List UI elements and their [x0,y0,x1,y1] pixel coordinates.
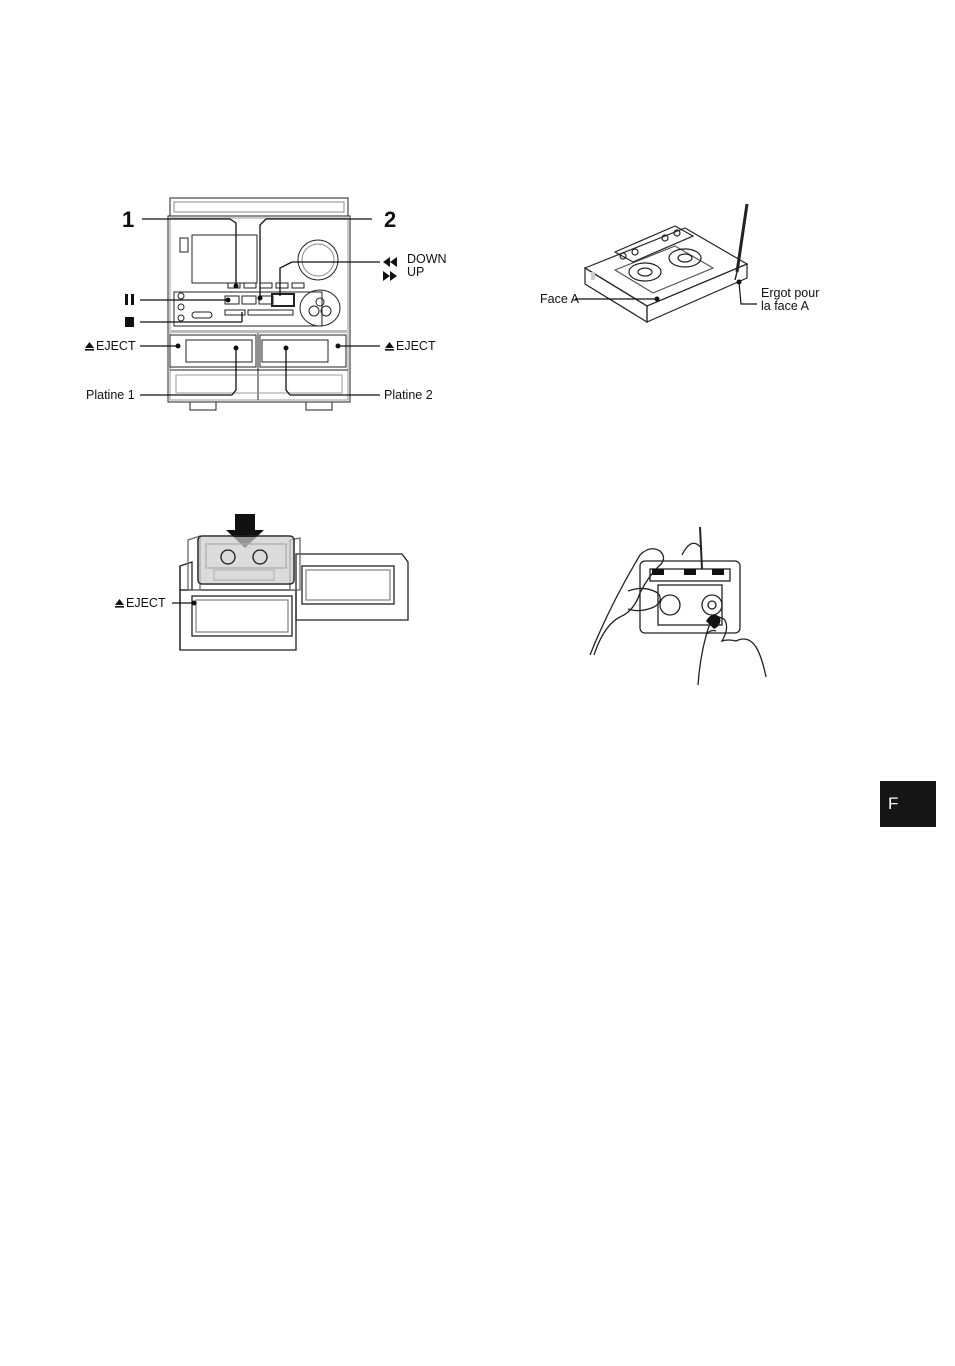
up-label: UP [407,266,424,279]
language-tab-label: F [888,794,898,814]
eject-icon [115,599,124,608]
pause-icon [125,294,134,305]
eject-right-label: EJECT [396,340,436,353]
language-tab: F [880,781,936,827]
tape-slack-illustration [588,525,788,700]
fast-forward-icon [383,271,397,281]
step-2-label: 2 [384,209,396,231]
rewind-icon [383,257,397,267]
eject-left-label: EJECT [96,340,136,353]
eject-icon [385,342,394,351]
cassette-tab-figure: Face A Ergot pour la face A [535,200,835,340]
insert-cassette-figure: EJECT [110,510,420,655]
deck-1-label: Platine 1 [86,389,135,402]
cassette-tab-illustration [535,200,835,340]
tape-slack-figure [588,525,788,700]
stereo-front-figure: 1 2 DOWN UP EJECT EJECT Platine 1 Platin… [80,190,460,420]
insert-eject-label: EJECT [126,597,166,610]
tab-label-line2: la face A [761,300,809,313]
eject-icon [85,342,94,351]
stereo-unit-illustration [80,190,460,420]
insert-cassette-illustration [110,510,420,655]
face-a-label: Face A [540,293,579,306]
tab-label-line1: Ergot pour [761,287,819,300]
step-1-label: 1 [122,209,134,231]
stop-icon [125,317,134,327]
deck-2-label: Platine 2 [384,389,433,402]
down-label: DOWN [407,253,447,266]
